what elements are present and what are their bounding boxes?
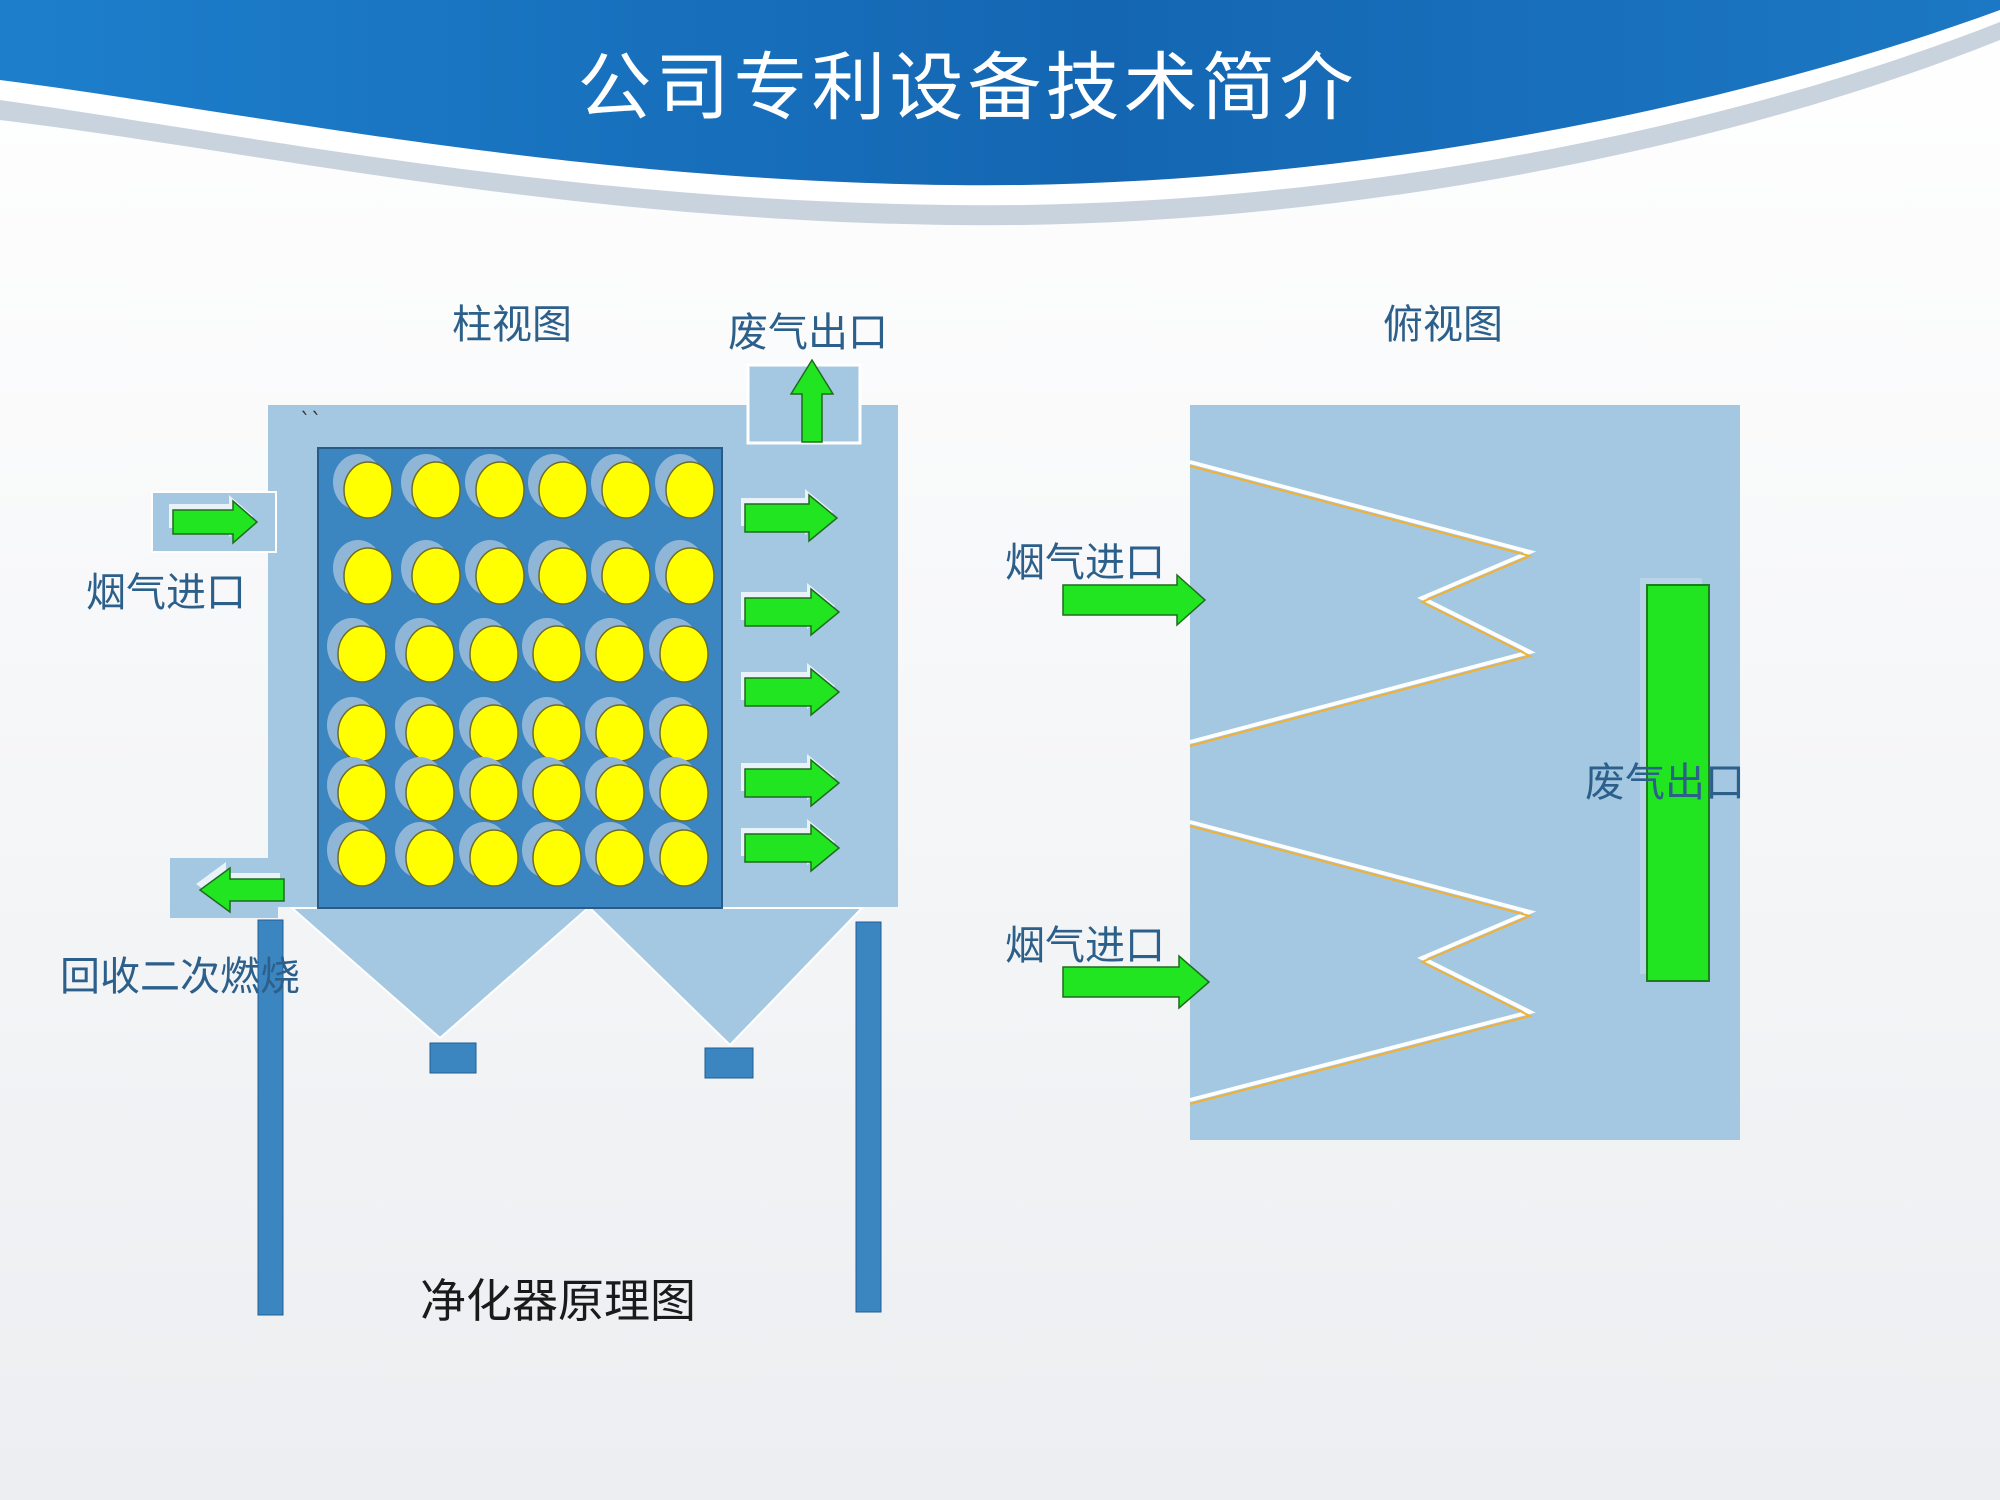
filter-ball bbox=[532, 764, 582, 822]
top-view-arrows bbox=[1062, 573, 1211, 1010]
filter-ball bbox=[532, 704, 582, 762]
filter-ball bbox=[601, 547, 651, 605]
top-inlet-arrow-lower bbox=[1062, 954, 1211, 1010]
filter-ball bbox=[469, 829, 519, 887]
outflow-arrow bbox=[744, 587, 841, 637]
filter-ball bbox=[595, 704, 645, 762]
diagram-title: 净化器原理图 bbox=[420, 1274, 696, 1328]
outflow-arrow bbox=[744, 493, 839, 543]
outflow-arrow bbox=[744, 823, 841, 873]
filter-ball bbox=[659, 829, 709, 887]
filter-ball-grid bbox=[327, 454, 715, 887]
side-flue-inlet-label: 烟气进口 bbox=[86, 570, 246, 616]
hopper-right bbox=[587, 907, 865, 1047]
filter-ball bbox=[343, 461, 393, 519]
filter-ball bbox=[532, 625, 582, 683]
filter-ball bbox=[538, 547, 588, 605]
hopper-valve-right bbox=[704, 1047, 754, 1079]
side-view-diagram bbox=[151, 358, 898, 1316]
exhaust-up-arrow bbox=[789, 358, 835, 443]
filter-ball bbox=[405, 829, 455, 887]
page-title: 公司专利设备技术简介 bbox=[577, 45, 1358, 131]
support-leg-right bbox=[855, 921, 882, 1313]
filter-ball bbox=[659, 764, 709, 822]
filter-ball bbox=[475, 547, 525, 605]
side-exhaust-outlet-label: 废气出口 bbox=[728, 310, 888, 356]
filter-ball bbox=[469, 625, 519, 683]
recycle-arrow bbox=[198, 866, 285, 914]
top-view-diagram bbox=[1062, 405, 1740, 1140]
filter-ball bbox=[343, 547, 393, 605]
filter-ball bbox=[469, 764, 519, 822]
filter-ball bbox=[469, 704, 519, 762]
recycle-label: 回收二次燃烧 bbox=[60, 954, 300, 1000]
filter-box bbox=[317, 447, 723, 909]
filter-ball bbox=[538, 461, 588, 519]
filter-ball bbox=[405, 625, 455, 683]
top-inlet-label-lower: 烟气进口 bbox=[1005, 923, 1165, 969]
filter-ball bbox=[665, 461, 715, 519]
filter-ball bbox=[411, 461, 461, 519]
outflow-arrow bbox=[744, 667, 841, 717]
filter-ball bbox=[595, 625, 645, 683]
filter-ball bbox=[405, 764, 455, 822]
filter-ball bbox=[337, 764, 387, 822]
inlet-arrow bbox=[172, 499, 259, 545]
filter-ball bbox=[659, 704, 709, 762]
filter-ball bbox=[337, 829, 387, 887]
filter-ball bbox=[532, 829, 582, 887]
stray-mark: `` bbox=[300, 410, 322, 435]
zigzag-baffle-lower bbox=[1189, 820, 1537, 1102]
zigzag-baffle-upper bbox=[1189, 460, 1537, 744]
outflow-arrow bbox=[744, 758, 841, 808]
support-leg-left bbox=[257, 919, 284, 1316]
filter-ball bbox=[405, 704, 455, 762]
filter-ball bbox=[665, 547, 715, 605]
top-inlet-label-upper: 烟气进口 bbox=[1005, 540, 1165, 586]
filter-ball bbox=[337, 704, 387, 762]
top-exhaust-outlet-label: 废气出口 bbox=[1585, 760, 1745, 806]
exhaust-outlet-bar bbox=[1646, 584, 1710, 982]
hopper-valve-left bbox=[429, 1042, 477, 1074]
filter-ball bbox=[595, 764, 645, 822]
filter-ball bbox=[659, 625, 709, 683]
side-view-caption: 柱视图 bbox=[452, 302, 572, 348]
filter-ball bbox=[595, 829, 645, 887]
filter-ball bbox=[337, 625, 387, 683]
side-view-arrows bbox=[169, 358, 841, 914]
header-banner bbox=[0, 0, 2000, 226]
filter-ball bbox=[411, 547, 461, 605]
filter-ball bbox=[601, 461, 651, 519]
filter-ball bbox=[475, 461, 525, 519]
top-view-caption: 俯视图 bbox=[1383, 302, 1503, 348]
top-inlet-arrow-upper bbox=[1062, 573, 1207, 627]
